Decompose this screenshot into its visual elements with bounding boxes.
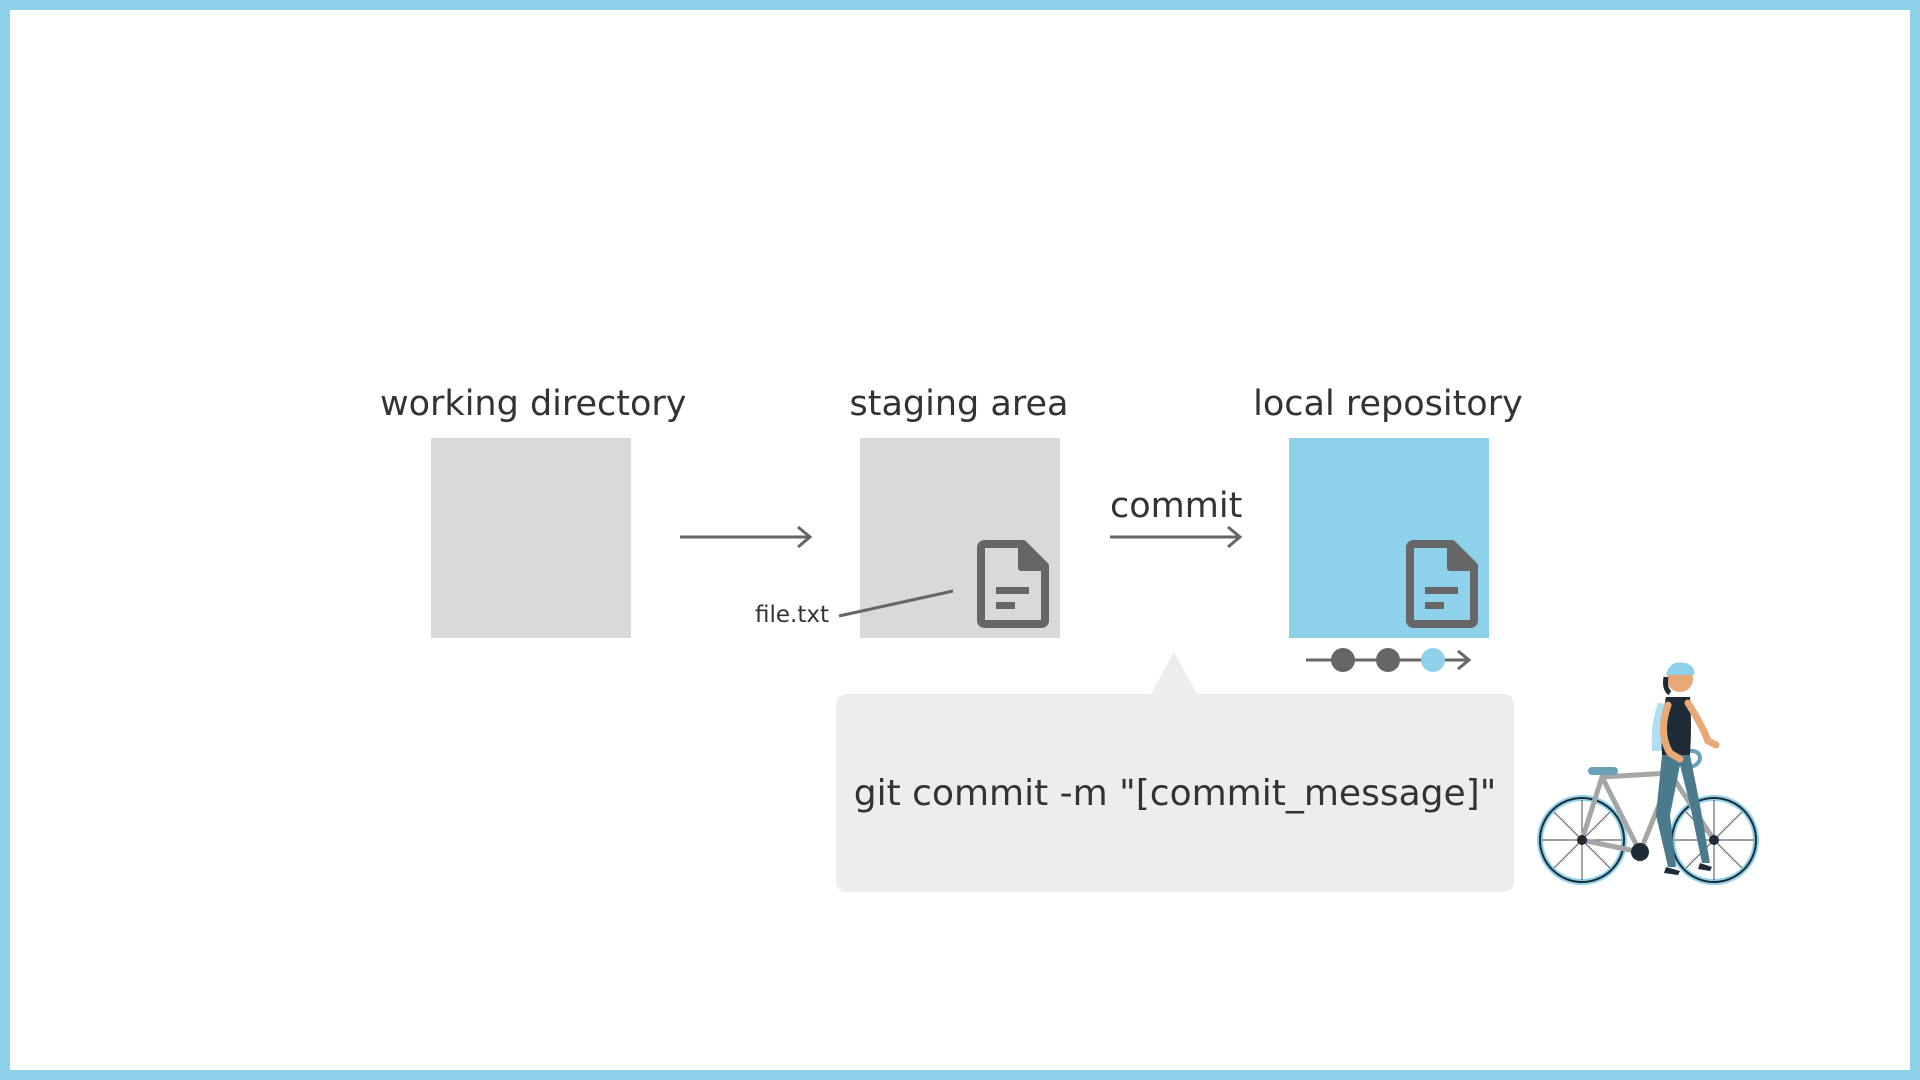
commit-node (1376, 648, 1400, 672)
commit-history-icon (1306, 648, 1472, 672)
commit-arrow-label: commit (1110, 486, 1243, 526)
command-bubble (836, 694, 1514, 892)
document-icon (1406, 540, 1478, 628)
file-pointer-line (838, 589, 954, 618)
working-directory-label: working directory (380, 384, 687, 424)
bubble-pointer (1150, 652, 1198, 696)
commit-arrow (1110, 525, 1243, 549)
document-icon (977, 540, 1049, 628)
commit-node-new (1421, 648, 1445, 672)
cyclist-illustration (1537, 662, 1759, 885)
working-directory-box (431, 438, 631, 638)
command-text: git commit -m "[commit_message]" (853, 772, 1497, 814)
arrow-working-to-staging (680, 525, 813, 549)
staging-area-label: staging area (849, 384, 1069, 424)
commit-node (1331, 648, 1355, 672)
file-label: file.txt (755, 602, 829, 628)
local-repository-label: local repository (1253, 384, 1523, 424)
local-repository-box (1289, 438, 1489, 638)
